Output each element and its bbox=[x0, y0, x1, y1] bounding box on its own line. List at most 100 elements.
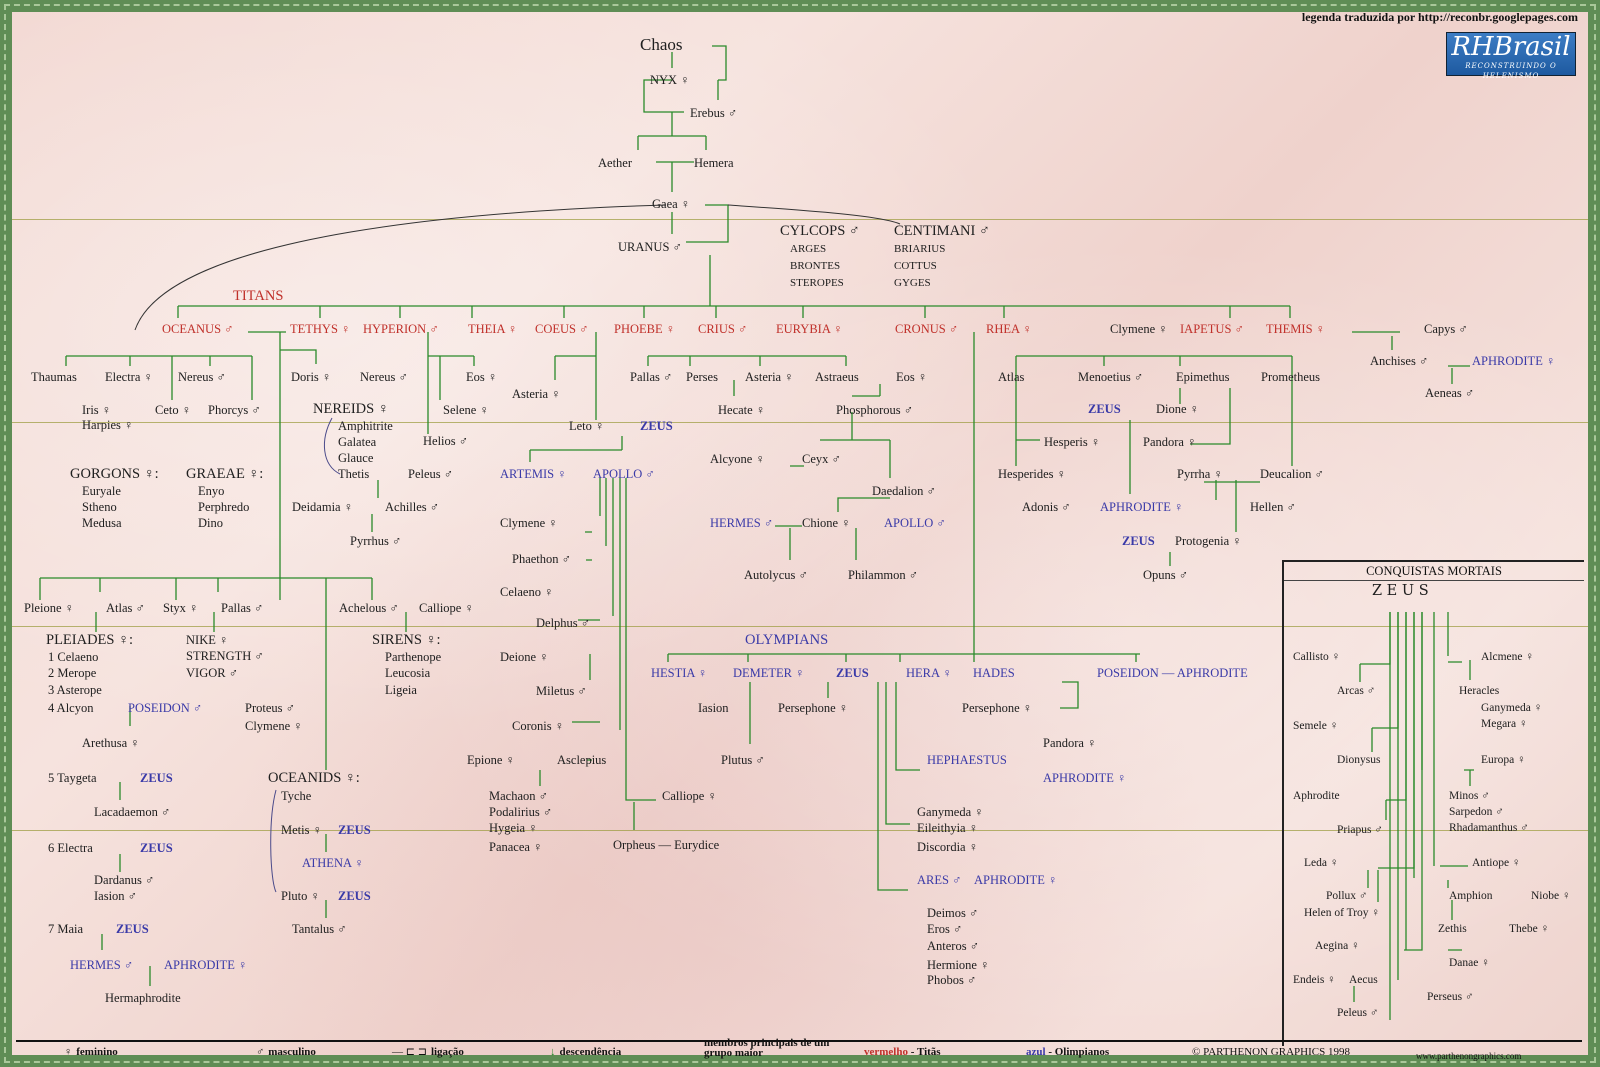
legend-female: ♀feminino bbox=[64, 1046, 118, 1058]
node-lacadaemon: Lacadaemon ♂ bbox=[94, 805, 171, 819]
conquests-panel: CONQUISTAS MORTAIS Z E U S bbox=[1282, 560, 1584, 1046]
node-pleiades: PLEIADES ♀: bbox=[46, 632, 133, 648]
node-deione: Deione ♀ bbox=[500, 650, 549, 664]
rhbrasil-logo: RHBrasil RECONSTRUINDO O HELENISMO bbox=[1446, 32, 1576, 80]
node-plutus: Plutus ♂ bbox=[721, 753, 765, 767]
conquest-aecus: Aecus bbox=[1349, 974, 1378, 986]
node-eileithyia: Eileithyia ♀ bbox=[917, 821, 979, 835]
node-eurybia: EURYBIA ♀ bbox=[776, 322, 843, 336]
node-gorgons: GORGONS ♀: bbox=[70, 466, 159, 482]
connector bbox=[323, 417, 341, 475]
connector bbox=[671, 204, 729, 243]
conquest-priapus: Priapus ♂ bbox=[1337, 824, 1383, 836]
node-aphrodite: APHRODITE ♀ bbox=[1472, 354, 1556, 368]
node-aeneas: Aeneas ♂ bbox=[1425, 386, 1475, 400]
node-celaeno: Celaeno ♀ bbox=[500, 585, 554, 599]
legend-link: — ⊏ ⊐ligação bbox=[392, 1046, 464, 1058]
legend-group-label: membros principais de um grupo maior bbox=[704, 1037, 830, 1059]
node-deidamia: Deidamia ♀ bbox=[292, 500, 354, 514]
node-phobos: Phobos ♂ bbox=[927, 973, 977, 987]
conquest-minos: Minos ♂ bbox=[1449, 790, 1490, 802]
node-pluto: Pluto ♀ bbox=[281, 889, 320, 903]
conquest-callisto: Callisto ♀ bbox=[1293, 651, 1341, 663]
legend-descent: ↓descendência bbox=[550, 1046, 621, 1058]
legend-descent-label: descendência bbox=[559, 1046, 622, 1058]
node-chaos: Chaos bbox=[640, 35, 683, 54]
legend-red: vermelho - Titãs bbox=[864, 1046, 941, 1058]
node-discordia: Discordia ♀ bbox=[917, 840, 979, 854]
node-anchises: Anchises ♂ bbox=[1370, 354, 1429, 368]
node-zeus: ZEUS bbox=[1088, 402, 1121, 416]
site-url[interactable]: www.parthenongraphics.com bbox=[1416, 1051, 1522, 1061]
node-glauce: Glauce bbox=[338, 451, 374, 465]
node-nereids: NEREIDS ♀ bbox=[313, 401, 389, 417]
node-tantalus: Tantalus ♂ bbox=[292, 922, 347, 936]
node-hermes: HERMES ♂ bbox=[710, 516, 774, 530]
node-podalirius: Podalirius ♂ bbox=[489, 805, 553, 819]
node-oceanus: OCEANUS ♂ bbox=[162, 322, 234, 336]
node-tethys: TETHYS ♀ bbox=[290, 322, 351, 336]
conquest-sarpedon: Sarpedon ♂ bbox=[1449, 806, 1504, 818]
node-centimani: CENTIMANI ♂ bbox=[894, 223, 990, 239]
connector bbox=[248, 331, 317, 600]
connector bbox=[270, 789, 277, 893]
connector bbox=[134, 204, 667, 331]
node-euryale: Euryale bbox=[82, 484, 121, 498]
node-crius: CRIUS ♂ bbox=[698, 322, 748, 336]
node-hermione: Hermione ♀ bbox=[927, 958, 990, 972]
node-asteria: Asteria ♀ bbox=[512, 387, 561, 401]
node-coronis: Coronis ♀ bbox=[512, 719, 565, 733]
node-erebus: Erebus ♂ bbox=[690, 106, 738, 120]
node-strength: STRENGTH ♂ bbox=[186, 649, 264, 663]
connector bbox=[637, 112, 707, 150]
node-hades: HADES bbox=[973, 666, 1015, 680]
connector bbox=[95, 612, 407, 986]
descent-arrow-icon: ↓ bbox=[550, 1046, 556, 1058]
translation-credit[interactable]: legenda traduzida por http://reconbr.goo… bbox=[1301, 10, 1578, 24]
node-phosphorous: Phosphorous ♂ bbox=[836, 403, 914, 417]
legend-blue-word: azul bbox=[1026, 1046, 1046, 1058]
connector bbox=[1440, 660, 1474, 951]
node-ceto: Ceto ♀ bbox=[155, 403, 192, 417]
node-zeus: ZEUS bbox=[836, 666, 869, 680]
node-calliope: Calliope ♀ bbox=[662, 789, 717, 803]
node-nyx: NYX ♀ bbox=[650, 73, 690, 87]
node-theia: THEIA ♀ bbox=[468, 322, 518, 336]
conquest-antiope: Antiope ♀ bbox=[1472, 857, 1521, 869]
node-thetis: Thetis bbox=[338, 467, 370, 481]
node-clymene: Clymene ♀ bbox=[245, 719, 303, 733]
section-divider bbox=[12, 626, 1588, 627]
node-chione: Chione ♀ bbox=[802, 516, 851, 530]
node-perphredo: Perphredo bbox=[198, 500, 250, 514]
conquest-rhadamanthus: Rhadamanthus ♂ bbox=[1449, 822, 1529, 834]
node-ligeia: Ligeia bbox=[385, 683, 417, 697]
conquests-title: CONQUISTAS MORTAIS bbox=[1284, 562, 1584, 581]
connector bbox=[1360, 612, 1423, 951]
node-selene: Selene ♀ bbox=[443, 403, 489, 417]
node-protogenia: Protogenia ♀ bbox=[1175, 534, 1242, 548]
node-hermaphrodite: Hermaphrodite bbox=[105, 991, 181, 1005]
node-capys: Capys ♂ bbox=[1424, 322, 1468, 336]
node-leto: Leto ♀ bbox=[569, 419, 605, 433]
node-clymene: Clymene ♀ bbox=[500, 516, 558, 530]
node-hemera: Hemera bbox=[694, 156, 734, 170]
node-deimos: Deimos ♂ bbox=[927, 906, 979, 920]
node-thaumas: Thaumas bbox=[31, 370, 77, 384]
node-aphrodite: APHRODITE ♀ bbox=[1100, 500, 1184, 514]
node-eos: Eos ♀ bbox=[896, 370, 928, 384]
node-helios: Helios ♂ bbox=[423, 434, 469, 448]
legend-female-label: feminino bbox=[76, 1046, 118, 1058]
node-phorcys: Phorcys ♂ bbox=[208, 403, 261, 417]
node-metis: Metis ♀ bbox=[281, 823, 322, 837]
conquest-pollux: Pollux ♂ bbox=[1326, 890, 1368, 902]
connector bbox=[1169, 331, 1470, 566]
connector bbox=[790, 412, 891, 478]
connector bbox=[177, 306, 1291, 318]
conquest-perseus: Perseus ♂ bbox=[1427, 991, 1474, 1003]
node-steropes: STEROPES bbox=[790, 277, 844, 289]
legend-group: membros principais de um grupo maior bbox=[704, 1037, 844, 1059]
node-ganymeda: Ganymeda ♀ bbox=[917, 805, 984, 819]
conquest-heracles: Heracles bbox=[1459, 685, 1500, 697]
